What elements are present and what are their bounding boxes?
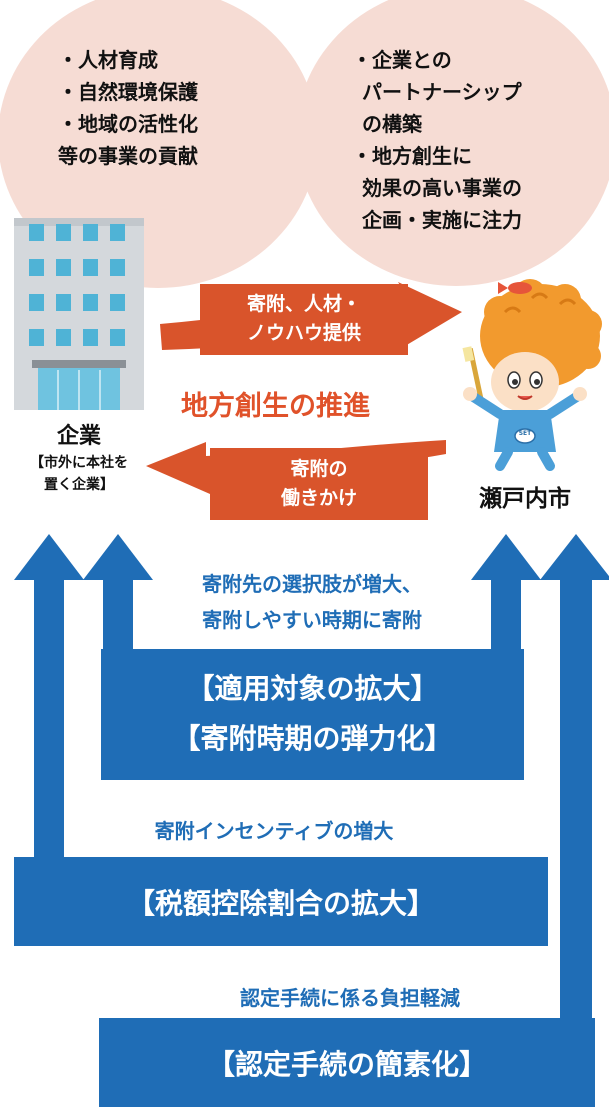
mascot-badge-text: SET [518,430,532,437]
city-benefit-line: パートナーシップ [362,80,522,104]
city-benefit-line: 効果の高い事業の [362,176,522,200]
center-title: 地方創生の推進 [181,391,370,422]
city-mascot-icon [462,279,602,471]
arrow-to-city-line1: 寄附、人材・ [246,293,361,315]
tier2-box [14,857,548,946]
city-benefit-line: の構築 [362,112,422,136]
company-label: 企業 【市外に本社を 置く企業】 [14,422,144,496]
city-benefits-list: ・企業との パートナーシップ の構築 ・地方創生に 効果の高い事業の 企画・実施… [352,44,522,236]
tier1-box-line1: 【適用対象の拡大】 [186,672,439,705]
tier1-box [101,649,524,780]
tier2-box-text: 【税額控除割合の拡大】 [126,887,435,920]
arrow-to-company-line2: 働きかけ [280,487,357,509]
arrow-to-company-line1: 寄附の [290,458,348,480]
enterprise-benefits-list: ・人材育成 ・自然環境保護 ・地域の活性化 等の事業の貢献 [58,44,198,172]
enterprise-benefit-line: ・地域の活性化 [58,112,198,136]
enterprise-benefit-line: ・人材育成 [58,48,158,72]
company-sub-line2: 置く企業】 [44,477,114,493]
city-benefit-line: ・企業との [352,48,452,72]
arrow-to-company-label: 寄附の 働きかけ [210,455,428,513]
tier1-box-text: 【適用対象の拡大】 【寄附時期の弾力化】 [101,664,524,764]
arrow-to-city-label: 寄附、人材・ ノウハウ提供 [200,290,408,348]
tier1-benefit-line2: 寄附しやすい時期に寄附 [202,608,422,632]
tier3-benefit: 認定手続に係る負担軽減 [240,986,460,1010]
city-benefits-circle [296,0,609,286]
tier2-benefit: 寄附インセンティブの増大 [154,819,394,843]
enterprise-benefit-line: 等の事業の貢献 [58,144,198,168]
tier3-box [99,1018,595,1107]
blue-arrows [14,534,609,1020]
tier1-box-line2: 【寄附時期の弾力化】 [172,722,453,755]
city-label: 瀬戸内市 [479,486,571,512]
tier1-benefit-line1: 寄附先の選択肢が増大、 [202,572,422,596]
city-benefit-line: ・地方創生に [352,144,472,168]
company-building-icon [14,218,144,410]
company-name: 企業 [56,424,101,449]
arrow-to-city-line2: ノウハウ提供 [246,322,361,344]
arrow-to-city-icon [160,282,462,355]
arrow-to-company-icon [146,440,446,520]
tier1-benefit: 寄附先の選択肢が増大、 寄附しやすい時期に寄附 [134,566,490,638]
city-benefit-line: 企画・実施に注力 [362,208,522,232]
company-sub-line1: 【市外に本社を [30,455,128,471]
enterprise-benefit-line: ・自然環境保護 [58,80,198,104]
tier3-box-text: 【認定手続の簡素化】 [206,1048,487,1081]
